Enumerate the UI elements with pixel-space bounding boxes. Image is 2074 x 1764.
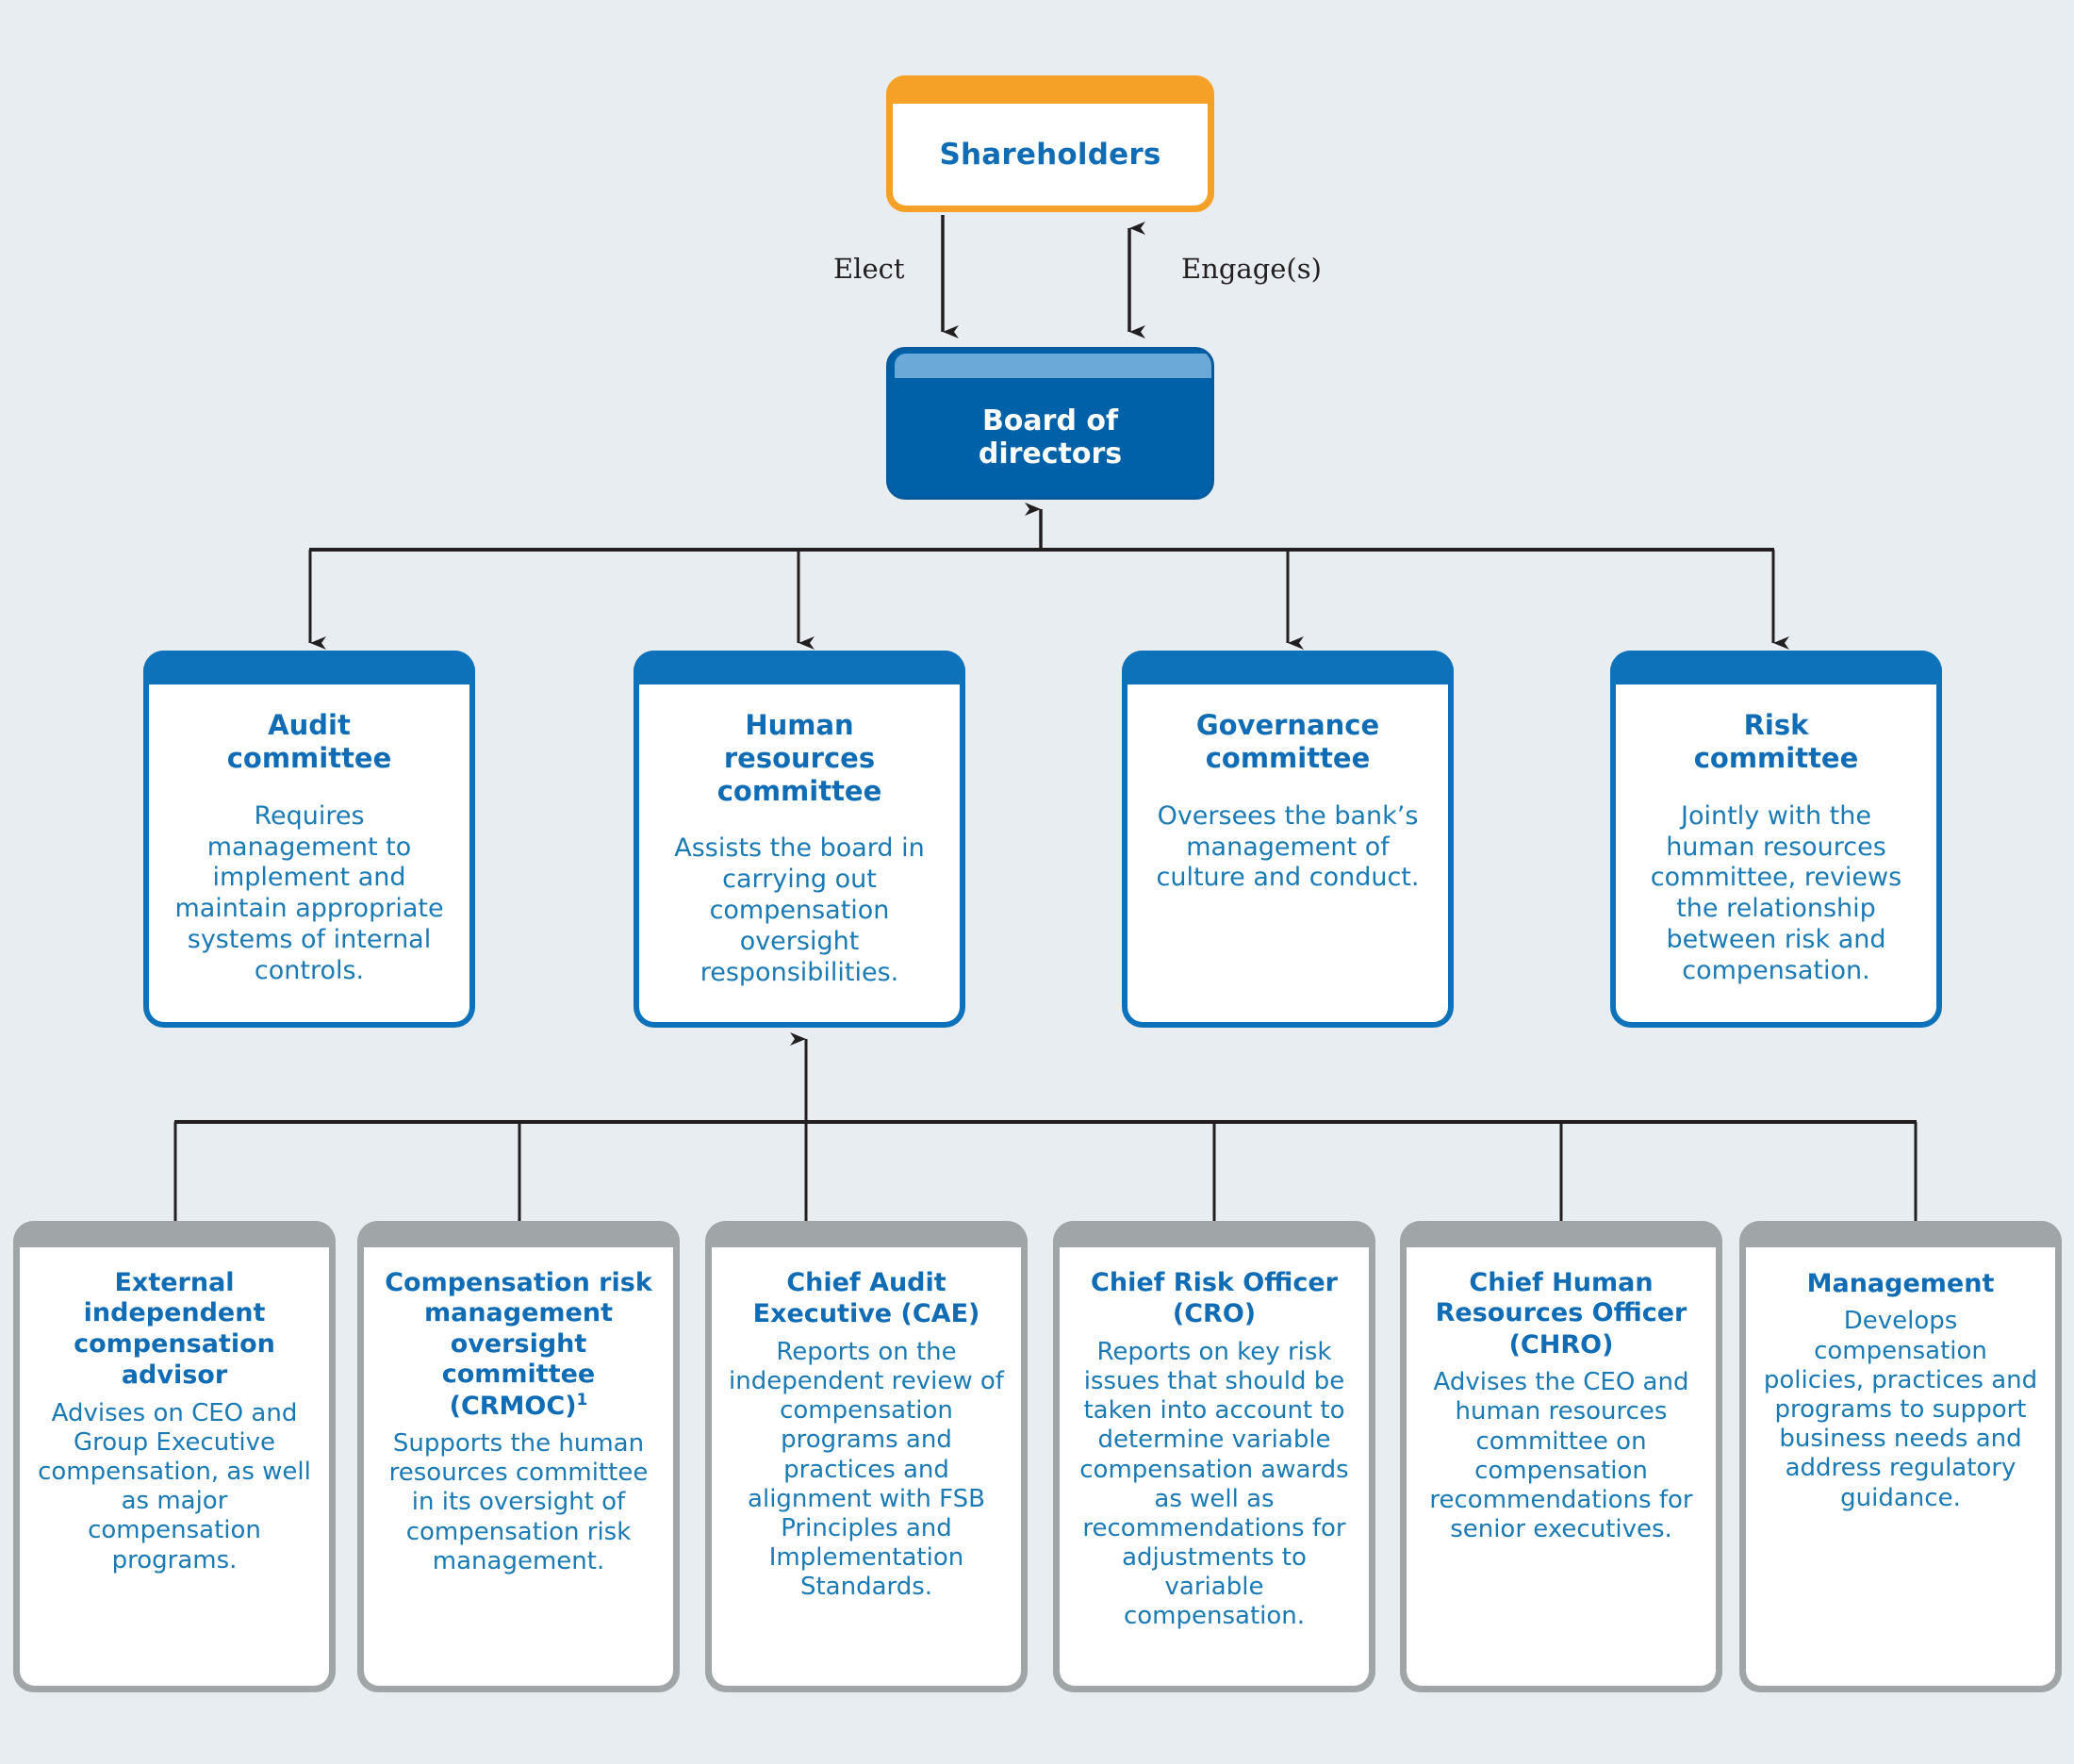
role-header-bar	[705, 1221, 1028, 1247]
edge-label-elect: Elect	[833, 253, 905, 285]
role-footnote-marker: 1	[576, 1390, 588, 1410]
node-external-independent-compensation-advisor[interactable]: External independent compensation adviso…	[13, 1221, 336, 1692]
role-body: External independent compensation adviso…	[20, 1247, 329, 1686]
role-body: Compensation risk management oversight c…	[364, 1247, 673, 1686]
role-header-bar	[1739, 1221, 2062, 1247]
committee-header-bar	[634, 651, 965, 684]
node-management[interactable]: Management Develops compensation policie…	[1739, 1221, 2062, 1692]
role-title-text: Chief Human Resources Officer (CHRO)	[1435, 1268, 1687, 1360]
node-chief-audit-executive[interactable]: Chief Audit Executive (CAE) Reports on t…	[705, 1221, 1028, 1692]
role-title-text: Management	[1806, 1269, 1995, 1298]
committee-description: Jointly with the human resources committ…	[1650, 800, 1902, 986]
role-header-bar	[1053, 1221, 1375, 1247]
role-description: Advises on CEO and Group Executive compe…	[38, 1398, 311, 1574]
committee-description: Oversees the bank’s management of cultur…	[1156, 800, 1420, 893]
role-title: Management	[1807, 1268, 1995, 1299]
committee-header-bar	[1610, 651, 1942, 684]
board-header-bar	[895, 354, 1211, 378]
role-title-text: Chief Risk Officer (CRO)	[1091, 1268, 1338, 1329]
role-description: Advises the CEO and human resources comm…	[1429, 1368, 1693, 1544]
role-title-text: Chief Audit Executive (CAE)	[752, 1268, 980, 1329]
node-chief-human-resources-officer[interactable]: Chief Human Resources Officer (CHRO) Adv…	[1400, 1221, 1722, 1692]
committee-header-bar	[1122, 651, 1454, 684]
role-header-bar	[357, 1221, 680, 1247]
role-description: Reports on key risk issues that should b…	[1079, 1337, 1349, 1631]
role-description: Develops compensation policies, practice…	[1763, 1307, 2038, 1512]
committee-description: Requires management to implement and mai…	[174, 800, 444, 986]
shareholders-title: Shareholders	[939, 138, 1161, 172]
role-description: Reports on the independent review of com…	[729, 1337, 1004, 1602]
role-title: External independent compensation adviso…	[35, 1268, 314, 1392]
edge-label-engage: Engage(s)	[1181, 253, 1322, 285]
node-chief-risk-officer[interactable]: Chief Risk Officer (CRO) Reports on key …	[1053, 1221, 1375, 1692]
node-shareholders[interactable]: Shareholders	[886, 75, 1214, 212]
role-title-text: External independent compensation adviso…	[74, 1268, 275, 1391]
role-header-bar	[1400, 1221, 1722, 1247]
role-header-bar	[13, 1221, 336, 1247]
role-body: Chief Audit Executive (CAE) Reports on t…	[712, 1247, 1021, 1686]
role-title: Compensation risk management oversight c…	[379, 1268, 658, 1422]
node-compensation-risk-management-oversight-committee[interactable]: Compensation risk management oversight c…	[357, 1221, 680, 1692]
role-title: Chief Human Resources Officer (CHRO)	[1422, 1268, 1701, 1360]
role-title-text: Compensation risk management oversight c…	[385, 1268, 652, 1421]
role-body: Chief Risk Officer (CRO) Reports on key …	[1060, 1247, 1369, 1686]
committee-description: Assists the board in carrying out compen…	[674, 833, 925, 988]
role-body: Management Develops compensation policie…	[1746, 1247, 2055, 1686]
role-title: Chief Risk Officer (CRO)	[1075, 1268, 1354, 1330]
committee-header-bar	[143, 651, 475, 684]
shareholders-body: Shareholders	[893, 104, 1208, 206]
role-title: Chief Audit Executive (CAE)	[727, 1268, 1006, 1330]
role-body: Chief Human Resources Officer (CHRO) Adv…	[1407, 1247, 1716, 1686]
role-description: Supports the human resources committee i…	[388, 1428, 649, 1575]
shareholders-header-bar	[886, 75, 1214, 104]
